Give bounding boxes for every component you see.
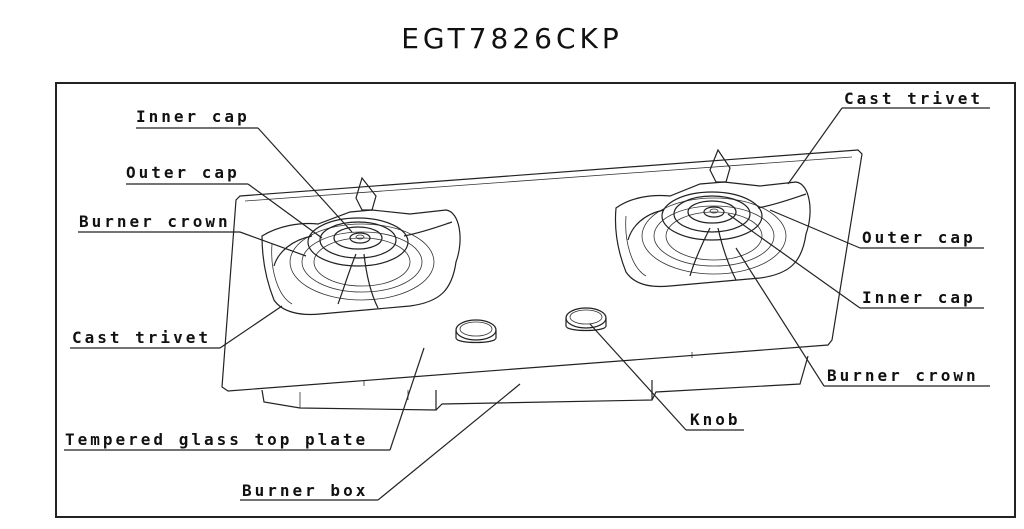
label-inner-cap-left: Inner cap	[136, 107, 250, 126]
burner-box-shape	[261, 355, 809, 411]
diagram-frame	[55, 82, 1016, 518]
label-cast-trivet-right: Cast trivet	[844, 89, 983, 108]
label-inner-cap-right: Inner cap	[862, 288, 976, 307]
leader-lines	[64, 107, 990, 501]
label-tempered-glass: Tempered glass top plate	[65, 430, 369, 449]
label-cast-trivet-left: Cast trivet	[72, 328, 211, 347]
label-burner-crown-left: Burner crown	[79, 212, 231, 231]
diagram-title: EGT7826CKP	[401, 22, 623, 55]
glass-top-plate-shape	[221, 149, 863, 392]
knob-left	[455, 319, 497, 344]
label-burner-box: Burner box	[242, 481, 369, 500]
label-outer-cap-left: Outer cap	[126, 163, 240, 182]
label-outer-cap-right: Outer cap	[862, 228, 976, 247]
right-burner	[614, 148, 811, 288]
label-knob: Knob	[690, 410, 741, 429]
knob-right	[565, 307, 607, 332]
left-burner	[261, 176, 461, 316]
label-burner-crown-right: Burner crown	[827, 366, 979, 385]
